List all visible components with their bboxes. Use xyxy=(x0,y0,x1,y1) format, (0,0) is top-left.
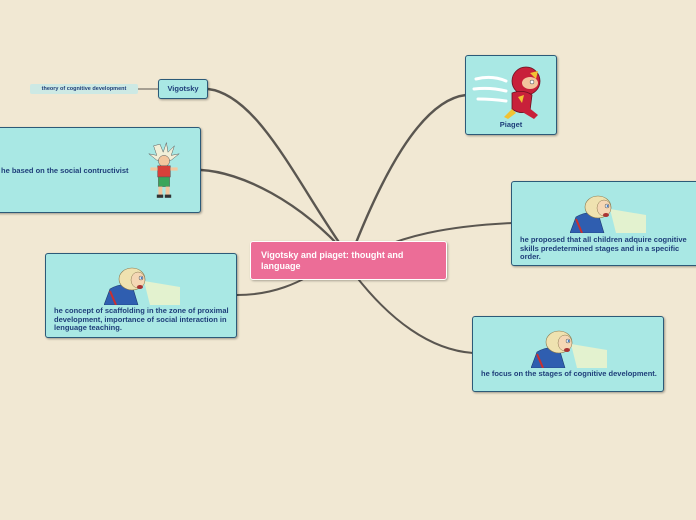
cartoon-fighter-icon xyxy=(148,142,180,198)
topic-stages-order[interactable]: he proposed that all children adquire co… xyxy=(511,181,696,266)
topic-vigotsky-label: Vigotsky xyxy=(167,84,199,93)
link-piaget xyxy=(348,93,468,260)
central-topic[interactable]: Vigotsky and piaget: thought and languag… xyxy=(250,241,447,280)
topic-piaget-label: Piaget xyxy=(499,120,523,129)
topic-scaffolding[interactable]: he concept of scaffolding in the zone of… xyxy=(45,253,237,338)
topic-stages-focus[interactable]: he focus on the stages of cognitive deve… xyxy=(472,316,664,392)
wizard-icon xyxy=(104,267,180,305)
topic-social-constructivist[interactable]: he based on the social contructivist xyxy=(0,127,201,213)
topic-stages-order-label: he proposed that all children adquire co… xyxy=(520,235,687,262)
topic-piaget[interactable]: Piaget xyxy=(465,55,557,135)
link-vigotsky xyxy=(206,87,352,260)
topic-social-constructivist-label: he based on the social contructivist xyxy=(1,166,129,175)
central-topic-label: Vigotsky and piaget: thought and languag… xyxy=(261,250,404,271)
topic-scaffolding-label: he concept of scaffolding in the zone of… xyxy=(54,306,229,333)
link-social xyxy=(199,168,352,260)
wizard-icon xyxy=(531,330,607,368)
topic-vigotsky-sub-label: theory of cognitive development xyxy=(41,86,127,92)
wizard-icon xyxy=(570,195,646,233)
speed-hero-icon xyxy=(472,66,541,119)
link-stages-focus xyxy=(354,274,474,354)
topic-stages-focus-label: he focus on the stages of cognitive deve… xyxy=(481,369,657,378)
topic-vigotsky[interactable]: Vigotsky xyxy=(158,79,208,99)
topic-vigotsky-sub[interactable]: theory of cognitive development xyxy=(30,84,138,94)
